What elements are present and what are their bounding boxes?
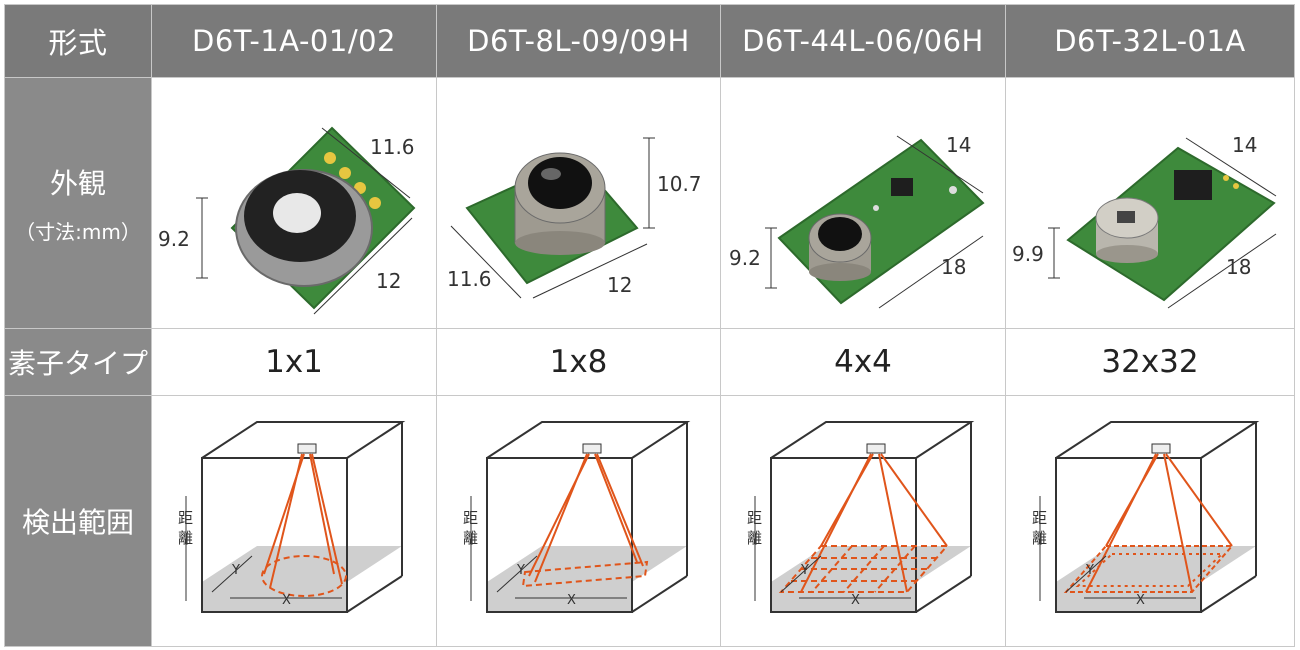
dim-side-1a: 9.2 <box>158 227 190 251</box>
detection-range-label: 検出範囲 <box>4 395 152 647</box>
model-1a: D6T-1A-01/02 <box>151 4 437 78</box>
distance-char-1: 距 <box>1032 509 1047 527</box>
distance-char-2: 離 <box>463 529 478 547</box>
distance-char-1: 距 <box>463 509 478 527</box>
model-8l: D6T-8L-09/09H <box>436 4 721 78</box>
sensor-photo-44l: 14 9.2 18 <box>720 77 1006 329</box>
x-axis-label: X <box>1136 593 1145 608</box>
y-axis-label: Y <box>1085 563 1094 578</box>
dim-bottom-1a: 12 <box>376 269 401 293</box>
distance-char-2: 離 <box>747 529 762 547</box>
dim-top-8l: 11.6 <box>447 267 492 291</box>
dim-side-8l: 10.7 <box>657 172 702 196</box>
element-type-row: 素子タイプ 1x1 1x8 4x4 32x32 <box>4 328 1295 396</box>
element-type-8l: 1x8 <box>436 328 721 396</box>
element-type-44l: 4x4 <box>720 328 1006 396</box>
y-axis-label: Y <box>516 563 525 578</box>
header-row: 形式 D6T-1A-01/02 D6T-8L-09/09H D6T-44L-06… <box>4 4 1295 78</box>
dim-bottom-8l: 12 <box>607 273 632 297</box>
dimension-unit: （寸法:mm） <box>15 219 141 244</box>
y-axis-label: Y <box>800 563 809 578</box>
element-type-32l: 32x32 <box>1005 328 1295 396</box>
distance-char-2: 離 <box>178 529 193 547</box>
dim-top-1a: 11.6 <box>370 135 415 159</box>
x-axis-label: X <box>282 593 291 608</box>
dim-side-44l: 9.2 <box>729 246 761 270</box>
range-diagram-1a: 距 離 X Y <box>151 395 437 647</box>
appearance-label: 外観 （寸法:mm） <box>4 77 152 329</box>
range-diagram-8l: 距 離 X Y <box>436 395 721 647</box>
dim-side-32l: 9.9 <box>1012 242 1044 266</box>
dim-top-32l: 14 <box>1232 133 1257 157</box>
sensor-photo-32l: 14 9.9 18 <box>1005 77 1295 329</box>
element-type-1a: 1x1 <box>151 328 437 396</box>
element-type-label: 素子タイプ <box>4 328 152 396</box>
distance-char-1: 距 <box>178 509 193 527</box>
model-32l: D6T-32L-01A <box>1005 4 1295 78</box>
sensor-photo-8l: 10.7 11.6 12 <box>436 77 721 329</box>
header-label: 形式 <box>4 4 152 78</box>
distance-char-2: 離 <box>1032 529 1047 547</box>
range-diagram-44l: 距 離 X Y <box>720 395 1006 647</box>
x-axis-label: X <box>851 593 860 608</box>
x-axis-label: X <box>567 593 576 608</box>
distance-char-1: 距 <box>747 509 762 527</box>
range-diagram-32l: 距 離 X Y <box>1005 395 1295 647</box>
dim-top-44l: 14 <box>946 133 971 157</box>
sensor-photo-1a: 11.6 9.2 12 <box>151 77 437 329</box>
dim-bottom-32l: 18 <box>1226 255 1251 279</box>
appearance-row: 外観 （寸法:mm） 11.6 9.2 12 <box>4 77 1295 329</box>
y-axis-label: Y <box>231 563 240 578</box>
detection-range-row: 検出範囲 距 離 X Y <box>4 395 1295 647</box>
dim-bottom-44l: 18 <box>941 255 966 279</box>
model-44l: D6T-44L-06/06H <box>720 4 1006 78</box>
spec-table: 形式 D6T-1A-01/02 D6T-8L-09/09H D6T-44L-06… <box>4 4 1295 647</box>
